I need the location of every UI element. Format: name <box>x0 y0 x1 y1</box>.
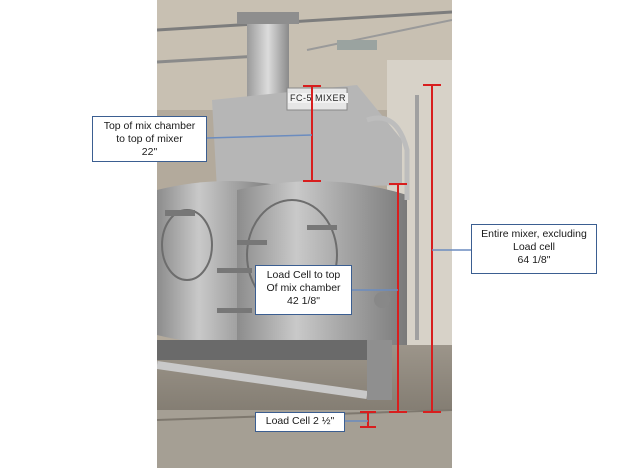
callout-entire-mixer: Entire mixer, excluding Load cell 64 1/8… <box>471 224 597 274</box>
callout-top-chamber-line2: to top of mixer <box>116 133 183 145</box>
equipment-plate: FC-5 MIXER <box>288 93 349 103</box>
callout-top-chamber-value: 22" <box>141 146 158 158</box>
callout-entire-mixer-line1: Entire mixer, excluding <box>481 228 587 240</box>
callout-top-chamber-line1: Top of mix chamber <box>103 120 196 132</box>
callout-load-cell-to-top: Load Cell to top Of mix chamber 42 1/8" <box>255 265 352 315</box>
callout-load-cell-to-top-line2: Of mix chamber <box>266 282 341 294</box>
callout-top-chamber: Top of mix chamber to top of mixer 22" <box>92 116 207 162</box>
mixer-photo: FC-5 MIXER <box>157 0 452 468</box>
callout-entire-mixer-value: 64 1/8" <box>517 254 551 266</box>
callout-load-cell-line1: Load Cell 2 ½" <box>265 415 335 427</box>
callout-entire-mixer-line2: Load cell <box>512 241 556 253</box>
mixer-photo-illustration <box>157 0 452 468</box>
callout-load-cell-to-top-value: 42 1/8" <box>287 295 320 307</box>
callout-load-cell: Load Cell 2 ½" <box>255 412 345 432</box>
callout-load-cell-to-top-line1: Load Cell to top <box>266 269 341 281</box>
